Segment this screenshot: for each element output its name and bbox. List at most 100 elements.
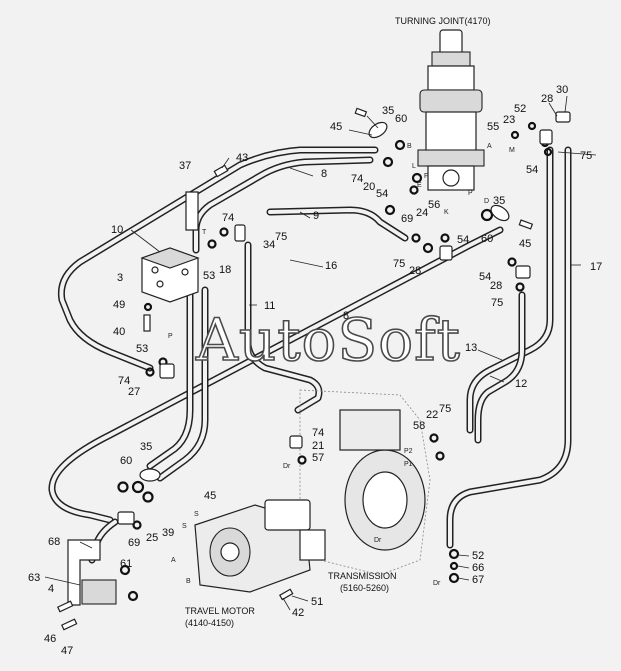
callout-label: 74: [312, 427, 324, 439]
valve-block: [140, 247, 200, 303]
callout-label: 4: [48, 583, 54, 595]
callout-label: 28: [490, 280, 502, 292]
hose-lines: [48, 146, 572, 564]
callout-label: 24: [416, 207, 428, 219]
callout-label: 54: [376, 188, 388, 200]
port-letter: E: [417, 182, 422, 189]
callout-label: 54: [479, 271, 491, 283]
callout-label: 47: [61, 645, 73, 657]
callout-label: 28: [541, 93, 553, 105]
turning-joint: [417, 29, 485, 191]
callout-label: 35: [140, 441, 152, 453]
callout-label: 54: [457, 234, 469, 246]
port-letter: P: [468, 190, 473, 197]
callout-label: 74: [351, 173, 363, 185]
callout-label: 52: [472, 550, 484, 562]
port-letter: B: [407, 143, 412, 150]
callout-label: 23: [503, 114, 515, 126]
callout-label: 22: [426, 409, 438, 421]
callout-label: 46: [44, 633, 56, 645]
callout-label: 43: [236, 152, 248, 164]
callout-label: 12: [515, 378, 527, 390]
callout-label: 9: [313, 210, 319, 222]
callout-label: 75: [580, 150, 592, 162]
callout-label: 21: [312, 440, 324, 452]
port-letter: M: [509, 147, 515, 154]
captions: TURNING JOINT(4170) TRANSMISSION (5160-5…: [185, 16, 491, 628]
callout-label: 69: [401, 213, 413, 225]
transmission-caption-line2: (5160-5260): [340, 583, 389, 593]
callout-label: 17: [590, 261, 602, 273]
port-letter: Dr: [283, 463, 291, 470]
callout-label: 45: [519, 238, 531, 250]
port-letter: F: [424, 173, 428, 180]
callout-label: 3: [117, 272, 123, 284]
port-letter: A: [487, 143, 492, 150]
callout-label: 55: [487, 121, 499, 133]
callout-label: 51: [311, 596, 323, 608]
callout-label: 75: [275, 231, 287, 243]
callout-label: 35: [382, 105, 394, 117]
callout-label: 16: [325, 260, 337, 272]
port-letter: A: [171, 557, 176, 564]
callout-label: 20: [363, 181, 375, 193]
callout-label: 37: [179, 160, 191, 172]
callout-label: 10: [111, 224, 123, 236]
port-letter: B: [186, 578, 191, 585]
callout-label: 8: [343, 310, 349, 322]
bracket-37: [185, 191, 199, 231]
port-letter: Dr: [433, 580, 441, 587]
callout-label: 57: [312, 452, 324, 464]
hose-13: [466, 146, 554, 434]
part-number-callouts: 30 28 52 23 55 75 54 35 60 45 43 37 8 74…: [28, 84, 602, 657]
callout-label: 63: [28, 572, 40, 584]
callout-label: 53: [136, 343, 148, 355]
callout-label: 67: [472, 574, 484, 586]
callout-label: 18: [219, 264, 231, 276]
callout-label: 69: [128, 537, 140, 549]
callout-label: 13: [465, 342, 477, 354]
callout-label: 8: [321, 168, 327, 180]
callout-label: 42: [292, 607, 304, 619]
callout-label: 56: [428, 199, 440, 211]
turning-joint-caption: TURNING JOINT(4170): [395, 16, 491, 26]
callout-label: 34: [263, 239, 275, 251]
callout-label: 75: [491, 297, 503, 309]
port-letter: L: [412, 163, 416, 170]
travel-motor-caption-line2: (4140-4150): [185, 618, 234, 628]
callout-label: 60: [395, 113, 407, 125]
port-letter: D: [484, 198, 489, 205]
travel-motor-caption-line1: TRAVEL MOTOR: [185, 606, 255, 616]
transmission-housing: [299, 389, 431, 576]
callout-label: 68: [48, 536, 60, 548]
callout-label: 61: [120, 558, 132, 570]
callout-label: 25: [146, 532, 158, 544]
port-letter: P2: [404, 448, 413, 455]
port-letter: P1: [404, 461, 413, 468]
callout-label: 75: [393, 258, 405, 270]
callout-label: 28: [409, 265, 421, 277]
callout-label: 74: [118, 375, 130, 387]
callout-label: 58: [413, 420, 425, 432]
callout-label: 39: [162, 527, 174, 539]
callout-label: 54: [526, 164, 538, 176]
callout-label: 53: [203, 270, 215, 282]
pipe-4-bracket: [67, 539, 117, 606]
callout-label: 74: [222, 212, 234, 224]
callout-label: 45: [204, 490, 216, 502]
callout-label: 60: [120, 455, 132, 467]
callout-label: 66: [472, 562, 484, 574]
transmission-caption-line1: TRANSMISSION: [328, 571, 397, 581]
callout-label: 60: [481, 233, 493, 245]
port-letter: P: [168, 333, 173, 340]
callout-leader-lines: [44, 95, 597, 611]
travel-motor: [194, 499, 326, 593]
port-letter: S: [182, 523, 187, 530]
port-letter: T: [202, 229, 207, 236]
port-letter: K: [444, 209, 449, 216]
callout-label: 40: [113, 326, 125, 338]
callout-label: 75: [439, 403, 451, 415]
callout-label: 27: [128, 386, 140, 398]
